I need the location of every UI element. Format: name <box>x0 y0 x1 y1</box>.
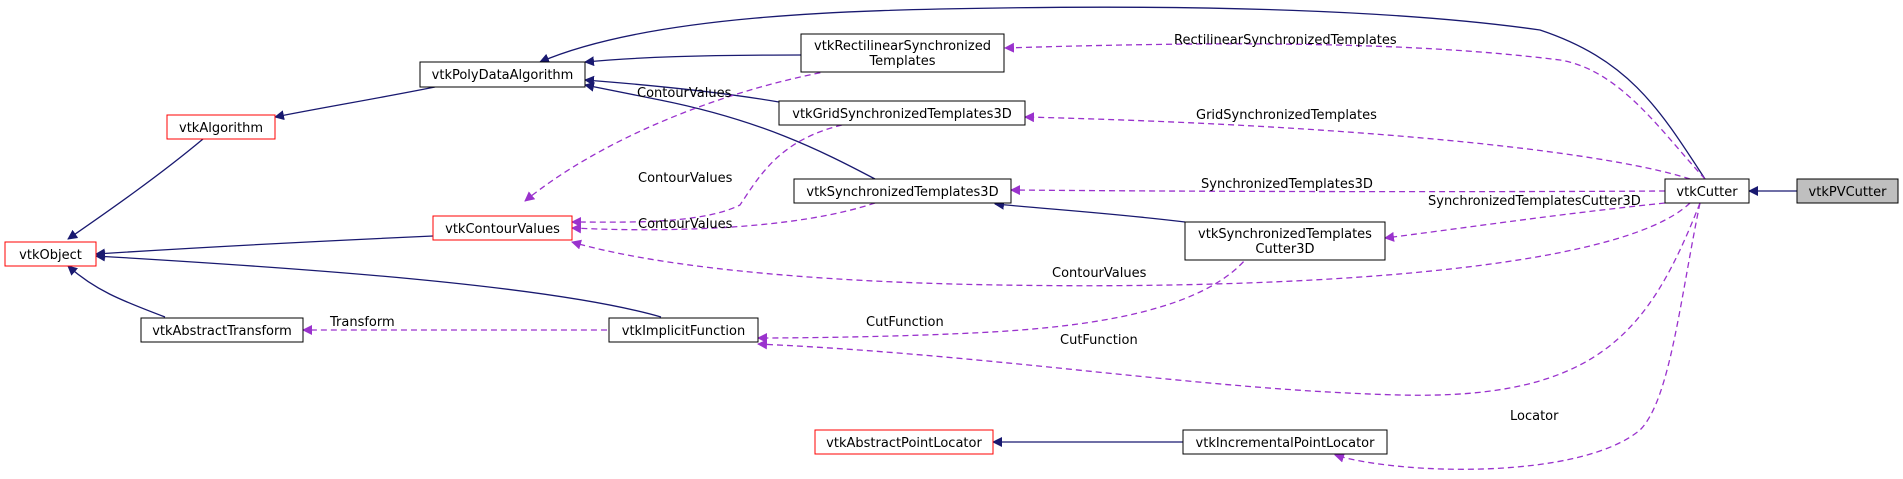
node-label: vtkIncrementalPointLocator <box>1196 436 1376 451</box>
edge-use-cutfunction-cutter <box>757 202 1701 396</box>
node-label-line2: Cutter3D <box>1255 242 1314 257</box>
edge-rectilinear-to-polydataalgorithm <box>584 54 802 67</box>
edge-stc3d-to-sync3d <box>994 199 1186 223</box>
node-label: vtkPolyDataAlgorithm <box>432 68 574 83</box>
node-vtkimplicitfunction[interactable]: vtkImplicitFunction <box>608 317 759 343</box>
node-vtkpvcutter[interactable]: vtkPVCutter <box>1796 178 1899 204</box>
edge-cutter-to-polydataalgorithm <box>539 6 1706 180</box>
node-vtkcontourvalues[interactable]: vtkContourValues <box>432 215 573 241</box>
edge-grid-to-polydataalgorithm <box>584 75 780 103</box>
edge-label-cutfunction-cutter: CutFunction <box>1060 333 1138 348</box>
edge-label-transform: Transform <box>329 315 395 330</box>
edge-polydataalgorithm-to-algorithm <box>274 86 436 121</box>
node-label: vtkSynchronizedTemplates3D <box>806 185 998 200</box>
node-vtkalgorithm[interactable]: vtkAlgorithm <box>166 114 276 140</box>
edge-use-grid <box>1024 112 1691 180</box>
edge-use-stc3d <box>1384 202 1666 242</box>
node-vtkobject[interactable]: vtkObject <box>4 241 97 267</box>
node-vtkrectilinearsynchronizedtemplates[interactable]: vtkRectilinearSynchronized Templates <box>800 33 1005 73</box>
node-label: vtkAbstractPointLocator <box>826 436 982 451</box>
node-vtksynchronizedtemplates3d[interactable]: vtkSynchronizedTemplates3D <box>793 178 1012 204</box>
edge-label-grid: GridSynchronizedTemplates <box>1196 108 1377 123</box>
edge-algorithm-to-object <box>67 138 204 240</box>
edge-use-contourvalues-cutter <box>571 202 1691 287</box>
edge-label-contour-cutter: ContourValues <box>1052 266 1147 281</box>
edge-use-contourvalues-sync <box>571 202 876 234</box>
node-label: vtkImplicitFunction <box>622 324 745 339</box>
node-label: vtkAlgorithm <box>179 121 263 136</box>
edge-label-rectilinear: RectilinearSynchronizedTemplates <box>1174 33 1397 48</box>
edge-use-rectilinear <box>1004 42 1706 180</box>
edge-label-cutfunction-stc3d: CutFunction <box>866 315 944 330</box>
node-vtkcutter[interactable]: vtkCutter <box>1664 178 1750 204</box>
edge-implicitfunction-to-object <box>95 251 662 318</box>
node-label: vtkAbstractTransform <box>152 324 292 339</box>
node-vtkpolydataalgorithm[interactable]: vtkPolyDataAlgorithm <box>419 61 586 88</box>
edge-abstracttransform-to-object <box>67 265 166 318</box>
edge-label-contour-sync: ContourValues <box>638 217 733 232</box>
edge-label-locator: Locator <box>1510 409 1559 424</box>
node-vtkgridsynchronizedtemplates3d[interactable]: vtkGridSynchronizedTemplates3D <box>778 100 1026 126</box>
edge-use-sync3d <box>1010 185 1666 196</box>
nodes: vtkPVCutter vtkCutter vtkPolyDataAlgorit… <box>4 33 1899 455</box>
edge-use-contourvalues-grid <box>571 124 843 228</box>
usage-edges <box>302 42 1706 470</box>
edge-label-sync3d: SynchronizedTemplates3D <box>1201 177 1373 192</box>
node-label: vtkGridSynchronizedTemplates3D <box>792 107 1011 122</box>
edge-labels: RectilinearSynchronizedTemplates GridSyn… <box>329 33 1641 424</box>
node-label-line2: Templates <box>868 54 935 69</box>
node-label: vtkObject <box>19 248 82 263</box>
edge-use-cutfunction-stc3d <box>757 253 1251 343</box>
edge-label-stc3d: SynchronizedTemplatesCutter3D <box>1428 194 1641 209</box>
node-vtkabstractpointlocator[interactable]: vtkAbstractPointLocator <box>814 429 994 455</box>
node-vtkabstracttransform[interactable]: vtkAbstractTransform <box>140 317 304 343</box>
node-label: vtkContourValues <box>445 222 560 237</box>
node-label-line1: vtkSynchronizedTemplates <box>1198 227 1372 242</box>
node-label: vtkCutter <box>1676 185 1738 200</box>
node-label-line1: vtkRectilinearSynchronized <box>814 39 991 54</box>
edge-use-locator <box>1334 202 1701 470</box>
edge-label-contour-rect: ContourValues <box>637 86 732 101</box>
node-label: vtkPVCutter <box>1809 185 1888 200</box>
edge-sync3d-to-polydataalgorithm <box>584 81 876 180</box>
edge-use-contourvalues-rect <box>524 68 841 202</box>
node-vtkincrementalpointlocator[interactable]: vtkIncrementalPointLocator <box>1182 429 1388 455</box>
node-vtksynchronizedtemplatescutter3d[interactable]: vtkSynchronizedTemplates Cutter3D <box>1184 221 1386 261</box>
edge-label-contour-grid: ContourValues <box>638 171 733 186</box>
edge-contourvalues-to-object <box>95 235 434 259</box>
inheritance-edges <box>67 6 1797 447</box>
